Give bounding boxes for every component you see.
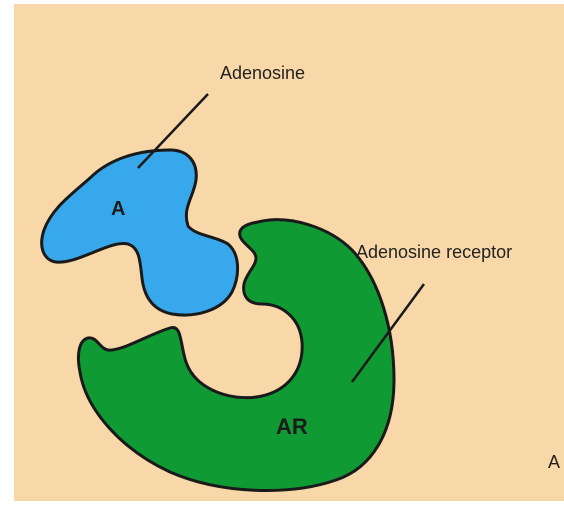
partial-edge-label: A bbox=[548, 452, 560, 472]
adenosine-letter: A bbox=[111, 198, 125, 220]
receptor-letters: AR bbox=[276, 414, 308, 439]
adenosine-receptor-label: Adenosine receptor bbox=[356, 242, 512, 262]
adenosine-label: Adenosine bbox=[220, 63, 305, 83]
